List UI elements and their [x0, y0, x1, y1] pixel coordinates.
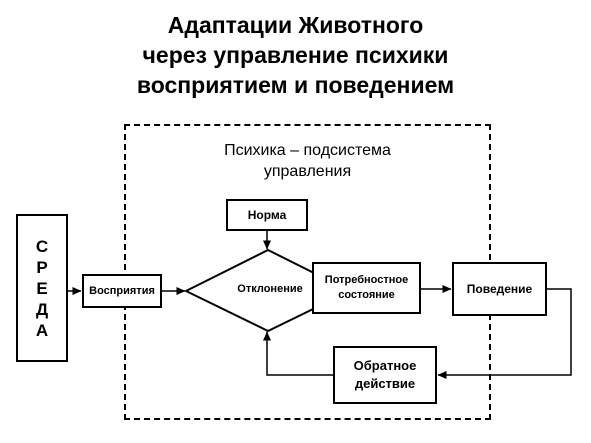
diagram-title: Адаптации Животного через управление пси…: [0, 10, 591, 100]
perception-label: Восприятия: [89, 285, 155, 297]
need-state-label-line-2: состояние: [338, 289, 395, 301]
environment-letter: Д: [35, 299, 49, 319]
feedback-label-line-2: действие: [354, 376, 416, 391]
arrow-behavior-to-feedback: [437, 288, 572, 379]
environment-letter: Р: [36, 257, 48, 277]
behavior-box: Поведение: [452, 262, 547, 316]
title-line-1: Адаптации Животного: [167, 12, 424, 38]
environment-box: С Р Е Д А: [16, 214, 68, 362]
norm-box: Норма: [226, 199, 308, 231]
environment-letter: Е: [36, 278, 48, 298]
arrow-feedback-to-deviation: [263, 331, 333, 376]
perception-box: Восприятия: [82, 274, 162, 308]
feedback-label-line-1: Обратное: [353, 358, 417, 373]
environment-letter: А: [35, 320, 49, 340]
title-line-2: через управление психики: [142, 42, 449, 68]
need-state-box: Потребностное состояние: [312, 262, 421, 314]
environment-letter: С: [35, 236, 49, 256]
title-line-3: восприятием и поведением: [136, 72, 455, 98]
control-subsystem-label: Психика – подсистема управления: [124, 140, 491, 182]
control-subsystem-label-line-2: управления: [263, 163, 352, 180]
feedback-box: Обратное действие: [333, 346, 437, 404]
need-state-label-line-1: Потребностное: [324, 274, 409, 286]
control-subsystem-label-line-1: Психика – подсистема: [224, 142, 391, 159]
deviation-label: Отклонение: [237, 283, 303, 295]
norm-label: Норма: [247, 208, 287, 222]
behavior-label: Поведение: [466, 282, 533, 296]
